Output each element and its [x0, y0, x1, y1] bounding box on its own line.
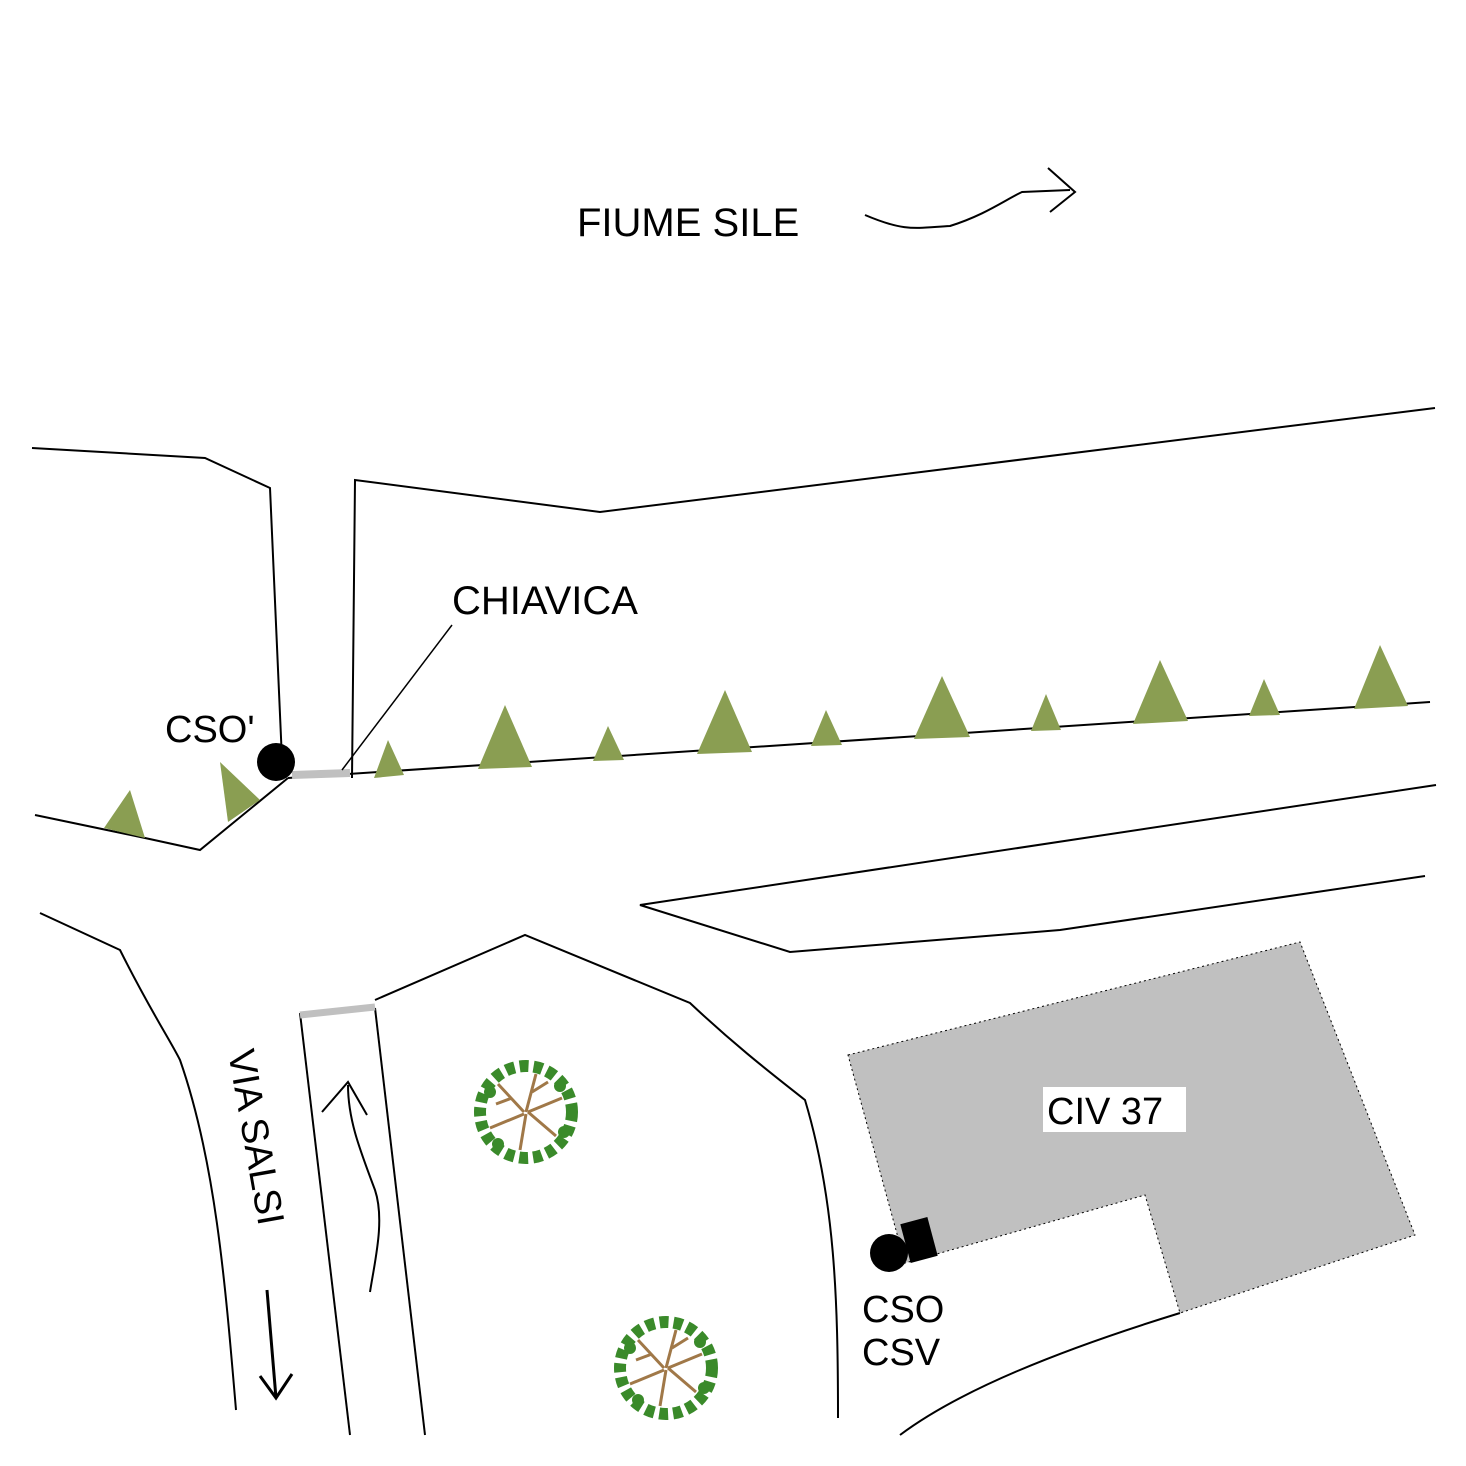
cso-top-marker	[257, 743, 295, 781]
csv-bottom-label: CSV	[862, 1332, 941, 1374]
island-gate	[299, 1003, 376, 1019]
hedge-triangle	[104, 790, 145, 838]
cso-bottom-marker	[870, 1234, 908, 1272]
street-label: VIA SALSI	[219, 1046, 291, 1228]
tree-icon	[474, 1060, 578, 1164]
street-direction-arrow	[258, 1289, 294, 1401]
hedge-triangle	[697, 690, 752, 754]
street-outlines	[31, 407, 1437, 1436]
tree-icon	[614, 1316, 718, 1420]
csv-box	[900, 1217, 938, 1263]
river-label: FIUME SILE	[577, 201, 799, 245]
hedge-triangle	[220, 762, 260, 822]
hedge-triangle	[1031, 694, 1061, 731]
sluice-gate	[291, 769, 351, 779]
hedge-triangle	[593, 726, 624, 761]
hedge-triangle	[1354, 645, 1408, 709]
sluice-label: CHIAVICA	[452, 579, 638, 623]
hedge-triangle	[1133, 660, 1188, 724]
hedge-triangle	[374, 740, 404, 778]
cso-bottom-label: CSO	[862, 1289, 944, 1331]
hedge-triangle	[1249, 679, 1280, 716]
building-label: CIV 37	[1047, 1091, 1163, 1133]
channel-flow-arrow	[321, 1080, 381, 1293]
hedge-triangle	[914, 676, 970, 739]
river-flow-arrow	[864, 167, 1077, 229]
hedge-row	[104, 645, 1408, 838]
cso-top-label: CSO'	[165, 709, 255, 751]
hedge-triangle	[478, 705, 532, 769]
hedge-triangle	[811, 710, 842, 746]
sluice-leader-line	[341, 624, 453, 771]
building-label-bg	[1043, 1087, 1186, 1132]
